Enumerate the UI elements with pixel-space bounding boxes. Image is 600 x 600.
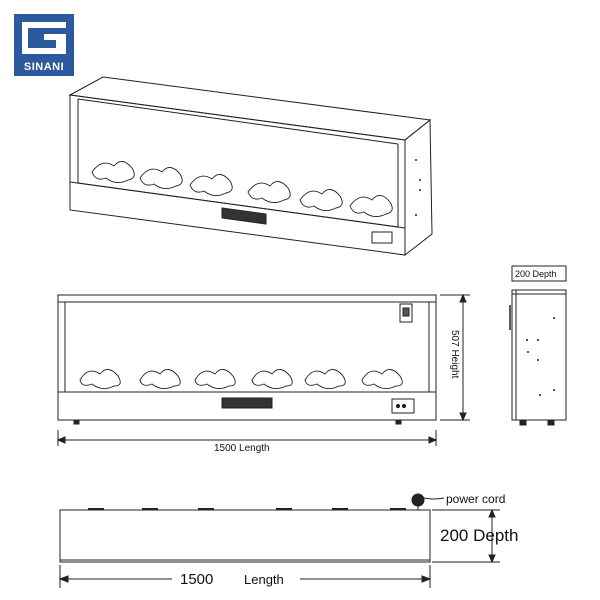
logo-text: SINANI: [23, 61, 65, 73]
iso-heater-vent: [221, 207, 267, 225]
front-receiver-box: [399, 303, 413, 323]
top-depth-dimension: [432, 508, 500, 564]
side-foot-right: [547, 419, 555, 426]
iso-flame-logs: [91, 161, 393, 217]
front-length-dimension: [56, 430, 438, 446]
iso-base-line: [69, 181, 406, 229]
front-length-label: 1500 Length: [214, 443, 270, 454]
power-cord-icon: [411, 493, 445, 510]
top-length-word: Length: [244, 572, 284, 587]
iso-side-face: [404, 118, 433, 257]
iso-control-panel: [371, 231, 393, 244]
side-foot-left: [519, 419, 527, 426]
top-mount-tabs: [88, 508, 406, 510]
side-outer-frame: [511, 289, 567, 421]
side-depth-box: [511, 265, 567, 282]
front-view: [56, 293, 470, 446]
front-height-dimension: [440, 293, 470, 422]
front-foot-right: [395, 419, 402, 425]
front-height-label: 507 Height: [449, 330, 460, 379]
side-view: [509, 265, 567, 426]
top-outer-frame: [59, 509, 431, 563]
side-screws: [526, 317, 555, 396]
front-heater-vent: [221, 397, 273, 409]
front-flame-logs: [79, 369, 403, 389]
front-control-panel: [391, 398, 415, 414]
front-foot-left: [73, 419, 80, 425]
iso-top-face: [68, 76, 432, 141]
side-depth-label: 200 Depth: [515, 269, 557, 279]
brand-logo: SINANI: [14, 14, 74, 76]
top-length-value: 1500: [180, 571, 213, 588]
top-depth-label: 200 Depth: [440, 526, 518, 545]
front-outer-frame: [57, 294, 437, 421]
top-length-dimension: [58, 565, 432, 588]
iso-front-face: [69, 94, 406, 256]
iso-side-screws: [415, 159, 421, 216]
isometric-view: [68, 76, 433, 257]
logo-mark-icon: [22, 22, 66, 54]
power-cord-label: power cord: [446, 492, 505, 506]
top-view: [58, 493, 500, 588]
